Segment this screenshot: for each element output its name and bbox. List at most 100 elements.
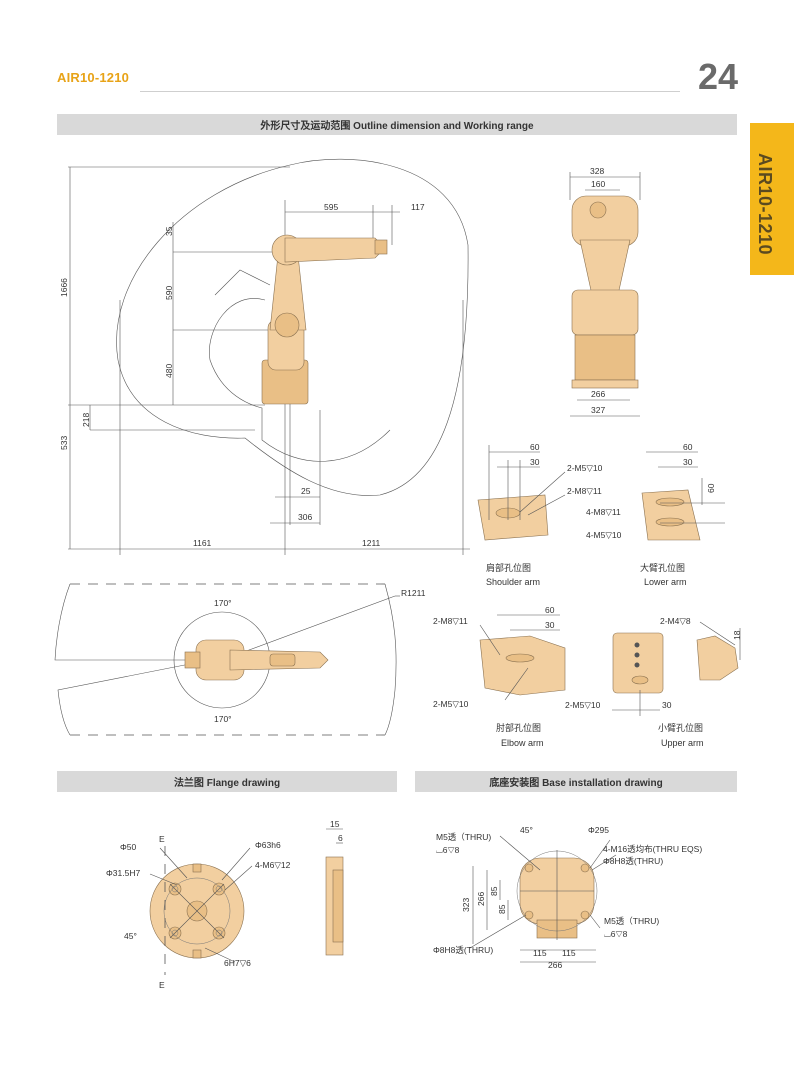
flange-dim-6: 6 [338,833,343,843]
shoulder-caption-en: Shoulder arm [486,577,540,587]
base-m5-top: M5透（THRU) [436,832,491,842]
upper-dim-30: 30 [662,700,672,710]
shoulder-hole-1: 2-M5▽10 [567,463,603,473]
lower-caption-en: Lower arm [644,577,687,587]
elbow-hole-view: 60 30 2-M8▽11 2-M5▽10 肘部孔位图 Elbow arm [433,605,566,748]
flange-section-bar: 法兰图 Flange drawing [57,771,397,792]
upper-hole-view: 2-M4▽8 18 2-M5▽10 30 小臂孔位图 Upper arm [565,616,742,748]
base-m5-bottom-counterbore: ⌴6▽8 [604,929,628,939]
flange-e-bottom: E [159,980,165,990]
dim-266: 266 [591,389,605,399]
shoulder-dim-60: 60 [530,442,540,452]
dim-218: 218 [81,413,91,427]
base-angle-45: 45° [520,825,533,835]
flange-dim-15: 15 [330,819,340,829]
flange-angle-45: 45° [124,931,137,941]
upper-dim-18: 18 [732,630,742,640]
top-angle-bottom: 170° [214,714,232,724]
lower-dim-60: 60 [683,442,693,452]
shoulder-hole-view: 60 30 2-M5▽10 2-M8▽11 肩部孔位图 Shoulder arm [477,442,603,587]
base-m16: 4-M16透均布(THRU EQS) [603,844,702,854]
robot-top [184,639,329,681]
base-m5-top-counterbore: ⌴6▽8 [436,845,460,855]
dim-327: 327 [591,405,605,415]
base-dim-85-a: 85 [489,886,499,896]
upper-hole-1: 2-M4▽8 [660,616,691,626]
base-m5-bottom: M5透（THRU) [604,916,659,926]
lower-hole-2: 4-M5▽10 [586,530,622,540]
dim-160: 160 [591,179,605,189]
page-number: 24 [698,56,739,97]
flange-notch-top [192,863,202,873]
top-envelope-left [54,583,211,736]
base-phi8-top: Φ8H8透(THRU) [603,856,663,866]
model-title: AIR10-1210 [57,70,130,85]
dim-1161: 1161 [193,538,212,548]
base-dim-115-a: 115 [533,948,547,958]
side-tab: AIR10-1210 [750,123,794,275]
outline-section-bar: 外形尺寸及运动范围 Outline dimension and Working … [57,114,737,135]
dim-117: 117 [411,202,425,212]
base-dim-115-b: 115 [562,948,576,958]
inner-envelope [209,298,391,462]
elbow-caption-en: Elbow arm [501,738,544,748]
elbow-dim-30: 30 [545,620,555,630]
elbow-caption-cn: 肘部孔位图 [496,722,541,733]
top-angle-top: 170° [214,598,232,608]
base-dim-266-vertical: 266 [476,892,486,906]
lower-hole-1: 4-M8▽11 [586,507,621,517]
robot-side [261,234,388,405]
dim-590: 590 [164,286,174,300]
dim-1211: 1211 [362,538,381,548]
working-envelope [116,158,469,496]
elbow-hole-2: 2-M5▽10 [433,699,469,709]
shoulder-dim-30: 30 [530,457,540,467]
lower-dim-30: 30 [683,457,693,467]
base-phi8-bottom: Φ8H8透(THRU) [433,945,493,955]
base-phi295: Φ295 [588,825,609,835]
upper-caption-en: Upper arm [661,738,704,748]
lower-hole-view: 60 30 60 4-M8▽11 4-M5▽10 大臂孔位图 Lower arm [586,442,725,587]
upper-caption-cn: 小臂孔位图 [658,722,703,733]
shoulder-hole-2: 2-M8▽11 [567,486,602,496]
elbow-dim-60: 60 [545,605,555,615]
upper-hole-2: 2-M5▽10 [565,700,601,710]
dim-25: 25 [301,486,311,496]
flange-phi31: Φ31.5H7 [106,868,140,878]
dim-480: 480 [164,364,174,378]
dim-328: 328 [590,166,604,176]
base-dim-85-b: 85 [497,904,507,914]
flange-notch-bottom [192,949,202,959]
lower-caption-cn: 大臂孔位图 [640,562,685,573]
base-section-title: 底座安装图 Base installation drawing [489,778,663,789]
side-tab-label: AIR10-1210 [755,153,775,256]
flange-e-top: E [159,834,165,844]
dim-306: 306 [298,512,312,522]
base-section-bar: 底座安装图 Base installation drawing [415,771,737,792]
base-dim-266-horizontal: 266 [548,960,562,970]
top-radius: R1211 [401,588,426,598]
dim-1666: 1666 [59,278,69,297]
lower-dim-60-vertical: 60 [706,483,716,493]
outline-section-title: 外形尺寸及运动范围 Outline dimension and Working … [260,121,534,132]
dim-533: 533 [59,436,69,450]
flange-section-title: 法兰图 Flange drawing [173,778,281,789]
base-dim-323: 323 [461,898,471,912]
flange-phi63: Φ63h6 [255,840,281,850]
robot-front [571,195,639,389]
dim-35: 35 [164,226,174,236]
shoulder-caption-cn: 肩部孔位图 [486,562,531,573]
top-envelope-right [384,583,397,736]
dim-595: 595 [324,202,338,212]
flange-6h7: 6H7▽6 [224,958,251,968]
flange-phi50: Φ50 [120,842,137,852]
elbow-hole-1: 2-M8▽11 [433,616,468,626]
header-rule [140,91,680,92]
flange-m6: 4-M6▽12 [255,860,291,870]
